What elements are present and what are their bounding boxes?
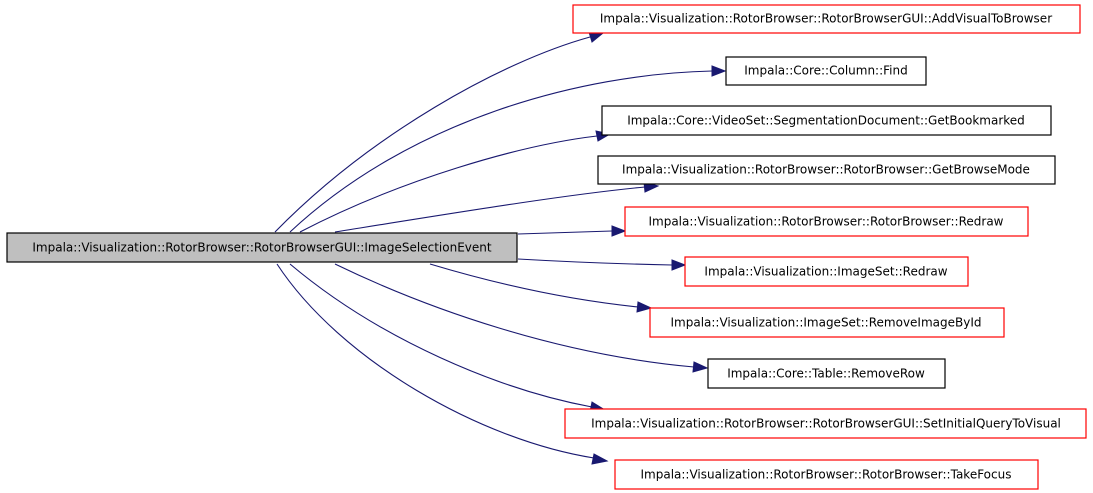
edge-to-add-visual-to-browser [274, 36, 591, 233]
node-take-focus[interactable]: Impala::Visualization::RotorBrowser::Rot… [614, 459, 1039, 490]
node-remove-row[interactable]: Impala::Core::Table::RemoveRow [707, 358, 946, 389]
call-nodes: Impala::Visualization::RotorBrowser::Rot… [6, 4, 1087, 490]
edge-to-take-focus [276, 263, 595, 459]
node-label: Impala::Core::Table::RemoveRow [727, 367, 925, 381]
arrowhead-icon [611, 225, 627, 237]
arrowhead-icon [711, 65, 727, 77]
node-remove-image-by-id[interactable]: Impala::Visualization::ImageSet::RemoveI… [649, 307, 1005, 338]
node-label: Impala::Visualization::RotorBrowser::Rot… [32, 241, 491, 255]
node-label: Impala::Visualization::RotorBrowser::Rot… [641, 468, 1012, 482]
arrowhead-icon [636, 301, 653, 313]
node-image-selection-event[interactable]: Impala::Visualization::RotorBrowser::Rot… [6, 232, 518, 263]
edge-to-image-set-redraw [517, 258, 673, 266]
node-get-bookmarked[interactable]: Impala::Core::VideoSet::SegmentationDocu… [601, 105, 1052, 136]
node-set-initial-query-to-visual[interactable]: Impala::Visualization::RotorBrowser::Rot… [564, 408, 1087, 439]
node-label: Impala::Core::VideoSet::SegmentationDocu… [627, 114, 1025, 128]
node-image-set-redraw[interactable]: Impala::Visualization::ImageSet::Redraw [684, 256, 969, 287]
edge-to-remove-image-by-id [429, 263, 639, 308]
node-column-find[interactable]: Impala::Core::Column::Find [725, 56, 927, 86]
node-add-visual-to-browser[interactable]: Impala::Visualization::RotorBrowser::Rot… [572, 4, 1081, 34]
node-label: Impala::Visualization::RotorBrowser::Rot… [648, 215, 1003, 229]
edge-to-get-browse-mode [334, 186, 646, 233]
arrowhead-icon [671, 259, 687, 271]
edge-to-set-initial-query [289, 263, 593, 408]
node-rotor-browser-redraw[interactable]: Impala::Visualization::RotorBrowser::Rot… [624, 206, 1029, 237]
node-label: Impala::Visualization::RotorBrowser::Rot… [622, 163, 1030, 177]
node-label: Impala::Visualization::RotorBrowser::Rot… [591, 417, 1061, 431]
edge-to-remove-row [334, 263, 695, 368]
node-label: Impala::Core::Column::Find [744, 64, 907, 78]
edge-to-column-find [289, 70, 713, 233]
node-label: Impala::Visualization::ImageSet::Redraw [704, 265, 947, 279]
node-label: Impala::Visualization::ImageSet::RemoveI… [671, 316, 982, 330]
edge-to-rotor-browser-redraw [517, 230, 613, 235]
arrowhead-icon [692, 361, 709, 373]
node-get-browse-mode[interactable]: Impala::Visualization::RotorBrowser::Rot… [597, 155, 1056, 185]
edge-to-get-bookmarked [299, 135, 598, 233]
arrowhead-icon [591, 453, 609, 465]
node-label: Impala::Visualization::RotorBrowser::Rot… [600, 12, 1052, 26]
